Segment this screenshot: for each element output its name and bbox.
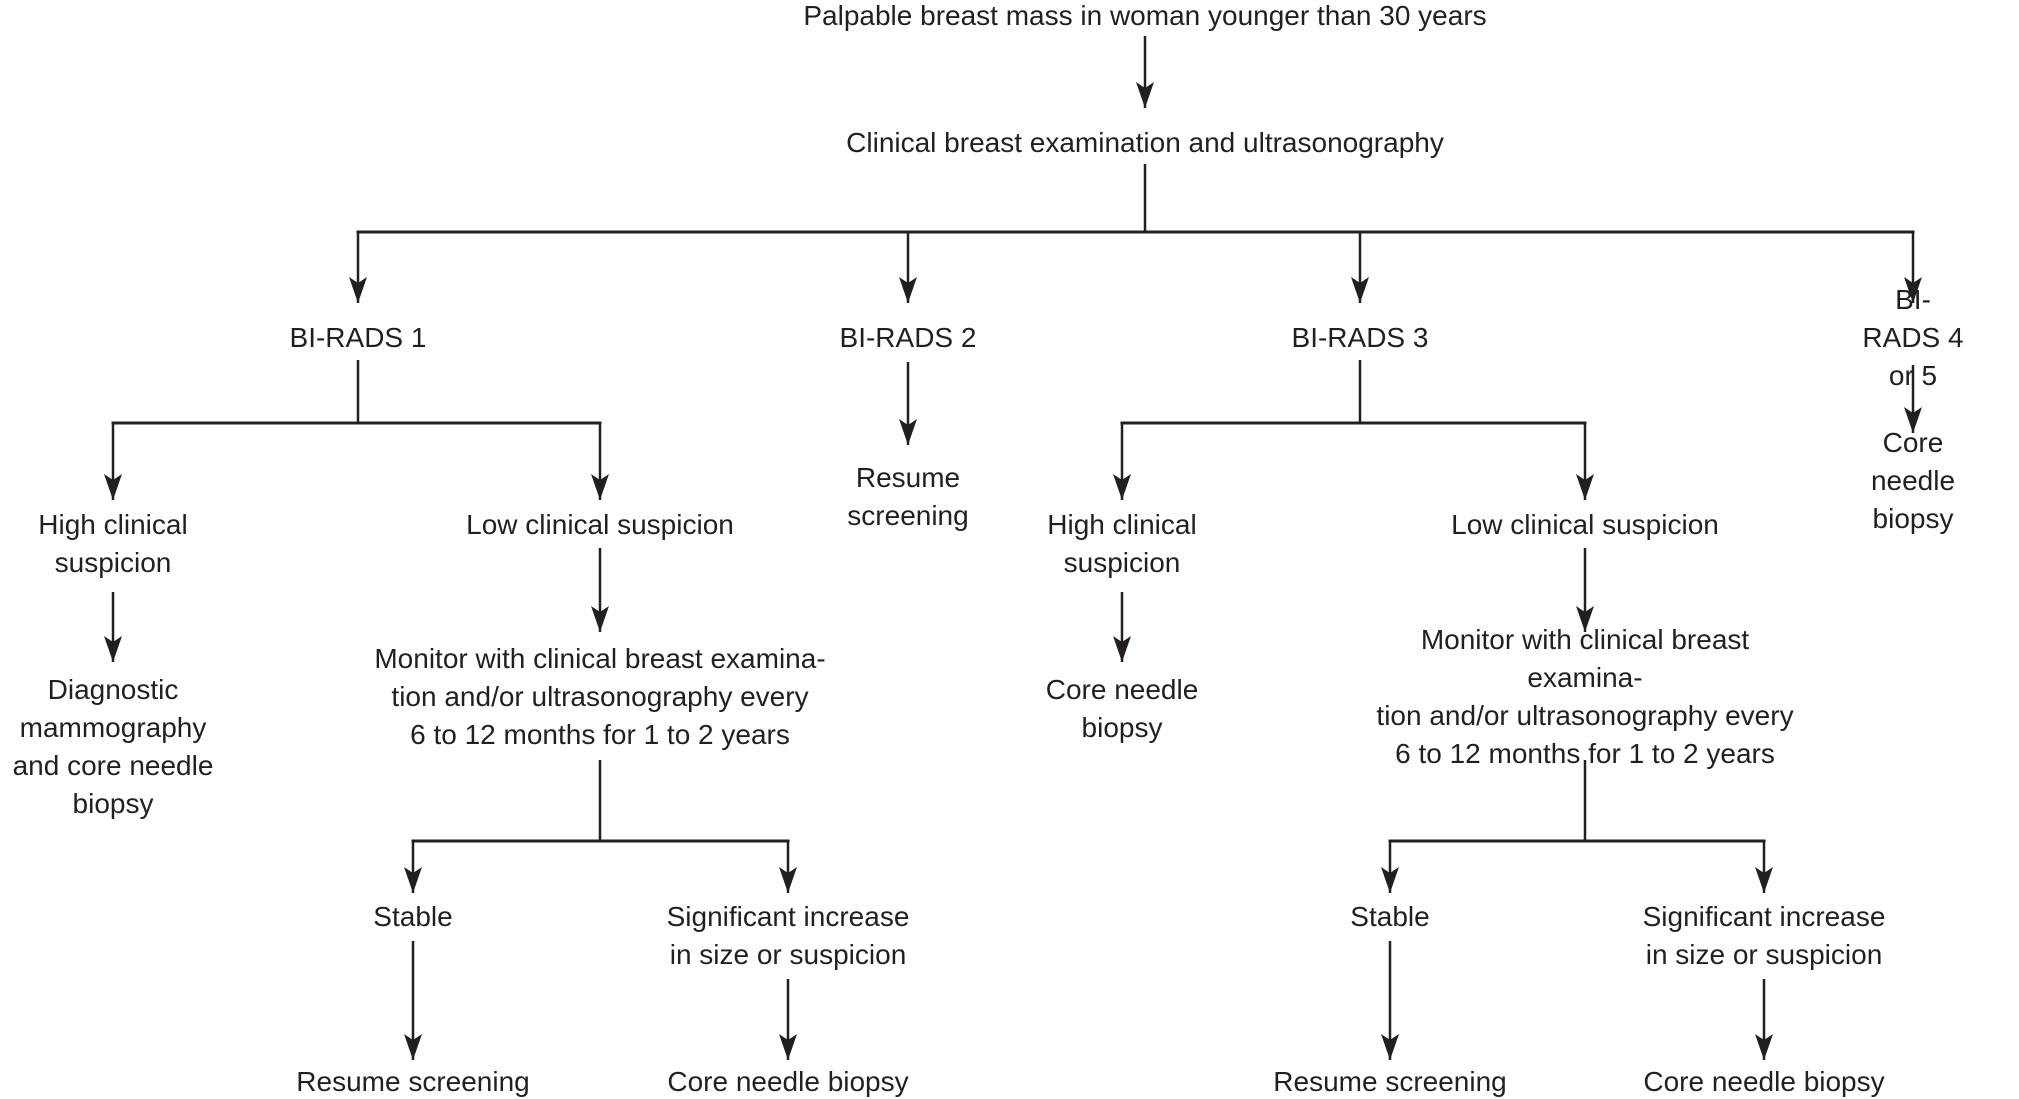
- node-b3-resume-screening: Resume screening: [1273, 1066, 1507, 1097]
- node-b3-core-needle-biopsy: Core needle biopsy: [1045, 674, 1199, 743]
- node-assessment: Clinical breast examination and ultrason…: [846, 127, 1444, 158]
- node-start: Palpable breast mass in woman younger th…: [803, 0, 1487, 31]
- node-b1-resume-screening: Resume screening: [296, 1066, 530, 1097]
- node-birads2: BI-RADS 2: [839, 322, 977, 353]
- node-b3-core-needle-biopsy-final: Core needle biopsy: [1643, 1066, 1885, 1097]
- node-birads1: BI-RADS 1: [289, 322, 427, 353]
- node-b3-monitor: Monitor with clinical breast examina- ti…: [1376, 624, 1794, 769]
- node-birads45: BI-RADS 4 or 5: [1862, 284, 1964, 391]
- node-b45-core-needle-biopsy: Core needle biopsy: [1870, 427, 1956, 534]
- node-b2-resume-screening: Resume screening: [847, 462, 969, 531]
- node-birads3: BI-RADS 3: [1291, 322, 1429, 353]
- node-b1-significant-increase: Significant increase in size or suspicio…: [666, 901, 910, 970]
- node-b1-core-needle-biopsy-final: Core needle biopsy: [667, 1066, 909, 1097]
- node-b1-high-suspicion: High clinical suspicion: [38, 509, 188, 578]
- node-b1-stable: Stable: [373, 901, 453, 932]
- node-b1-diagnostic-mammography: Diagnostic mammography and core needle b…: [12, 674, 214, 819]
- node-b1-monitor: Monitor with clinical breast examina- ti…: [374, 643, 826, 750]
- node-b1-low-suspicion: Low clinical suspicion: [466, 509, 734, 540]
- node-b3-high-suspicion: High clinical suspicion: [1047, 509, 1197, 578]
- node-b3-stable: Stable: [1350, 901, 1430, 932]
- node-b3-low-suspicion: Low clinical suspicion: [1451, 509, 1719, 540]
- node-b3-significant-increase: Significant increase in size or suspicio…: [1642, 901, 1886, 970]
